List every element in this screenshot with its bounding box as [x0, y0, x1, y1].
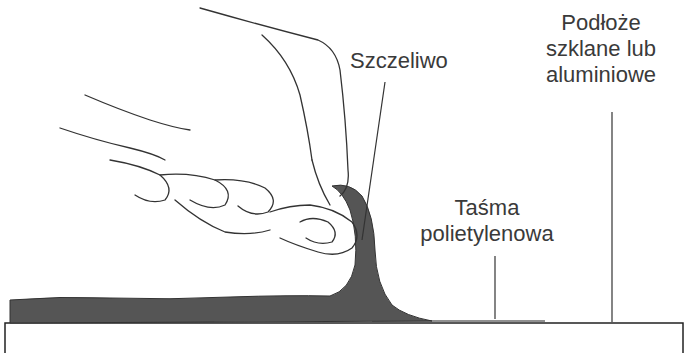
hand	[60, 8, 357, 254]
sealant	[10, 185, 432, 323]
part-label: Szczeliwo	[350, 48, 448, 74]
part-label: Podłoże szklane lub aluminiowe	[526, 10, 676, 88]
substrate	[5, 323, 683, 353]
part-label: Taśma polietylenowa	[412, 195, 562, 247]
leader-lines	[362, 82, 612, 322]
